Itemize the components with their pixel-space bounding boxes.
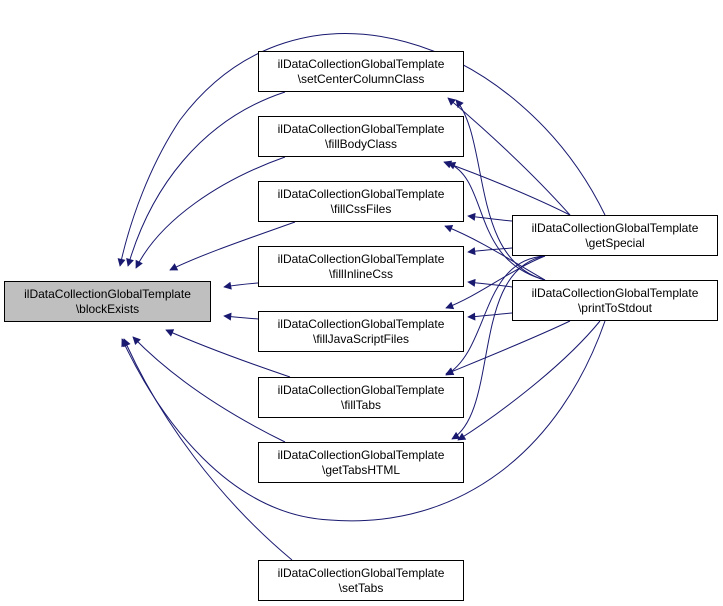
edge-getSpecial-to-getTabsHTML — [451, 255, 546, 440]
node-class-label: ilDataCollectionGlobalTemplate — [277, 447, 445, 462]
node-class-label: ilDataCollectionGlobalTemplate — [531, 285, 699, 300]
node-class-label: ilDataCollectionGlobalTemplate — [277, 121, 445, 136]
edge-getSpecial-to-fillJavaScriptFiles — [445, 255, 546, 310]
node-method-label: \printToStdout — [577, 300, 653, 315]
node-class-label: ilDataCollectionGlobalTemplate — [277, 565, 445, 580]
node-fillJavaScriptFiles[interactable]: ilDataCollectionGlobalTemplate \fillJava… — [258, 311, 464, 352]
node-method-label: \fillCssFiles — [330, 201, 392, 216]
node-setCenterColumnClass[interactable]: ilDataCollectionGlobalTemplate \setCente… — [258, 51, 464, 92]
edge-getSpecial-to-setCenterColumnClass — [447, 97, 571, 216]
edge-getSpecial-to-blockExists — [117, 33, 606, 267]
node-getTabsHTML[interactable]: ilDataCollectionGlobalTemplate \getTabsH… — [258, 442, 464, 483]
edge-fillCssFiles-to-blockExists — [169, 221, 296, 271]
edge-printToStdout-to-fillCssFiles — [444, 224, 546, 281]
edge-printToStdout-to-setCenterColumnClass — [455, 99, 546, 281]
node-method-label: \fillBodyClass — [324, 136, 398, 151]
edge-getSpecial-to-fillBodyClass — [443, 160, 571, 216]
node-class-label: ilDataCollectionGlobalTemplate — [24, 286, 191, 301]
node-getSpecial[interactable]: ilDataCollectionGlobalTemplate \getSpeci… — [512, 215, 718, 256]
node-setTabs[interactable]: ilDataCollectionGlobalTemplate \setTabs — [258, 560, 464, 601]
edge-getSpecial-to-fillInlineCss — [467, 247, 513, 256]
node-method-label: \getTabsHTML — [321, 462, 401, 477]
node-fillInlineCss[interactable]: ilDataCollectionGlobalTemplate \fillInli… — [258, 246, 464, 287]
edge-setTabs-to-blockExists — [123, 338, 293, 561]
node-printToStdout[interactable]: ilDataCollectionGlobalTemplate \printToS… — [512, 280, 718, 321]
node-class-label: ilDataCollectionGlobalTemplate — [277, 56, 445, 71]
edge-getSpecial-to-fillTabs — [445, 255, 546, 376]
node-fillCssFiles[interactable]: ilDataCollectionGlobalTemplate \fillCssF… — [258, 181, 464, 222]
node-method-label: \fillJavaScriptFiles — [312, 331, 410, 346]
node-class-label: ilDataCollectionGlobalTemplate — [531, 220, 699, 235]
node-method-label: \setCenterColumnClass — [297, 71, 425, 86]
node-method-label: \getSpecial — [585, 235, 645, 250]
edge-fillJavaScriptFiles-to-blockExists — [223, 312, 259, 321]
edge-getSpecial-to-fillCssFiles — [467, 212, 513, 222]
edge-printToStdout-to-getTabsHTML — [457, 320, 601, 441]
node-method-label: \blockExists — [75, 301, 140, 316]
node-method-label: \setTabs — [338, 580, 384, 595]
edge-printToStdout-to-fillJavaScriptFiles — [467, 312, 513, 321]
edge-printToStdout-to-fillTabs — [445, 320, 571, 375]
node-method-label: \fillInlineCss — [328, 266, 394, 281]
edge-fillBodyClass-to-blockExists — [135, 156, 286, 269]
edge-printToStdout-to-fillBodyClass — [447, 162, 546, 281]
edge-getTabsHTML-to-blockExists — [132, 336, 286, 443]
node-class-label: ilDataCollectionGlobalTemplate — [277, 251, 445, 266]
node-class-label: ilDataCollectionGlobalTemplate — [277, 186, 445, 201]
edge-fillInlineCss-to-blockExists — [223, 281, 259, 290]
edge-fillTabs-to-blockExists — [165, 329, 291, 378]
node-fillTabs[interactable]: ilDataCollectionGlobalTemplate \fillTabs — [258, 377, 464, 418]
edge-setCenterColumnClass-to-blockExists — [126, 91, 286, 267]
node-fillBodyClass[interactable]: ilDataCollectionGlobalTemplate \fillBody… — [258, 116, 464, 157]
node-method-label: \fillTabs — [340, 397, 381, 412]
node-class-label: ilDataCollectionGlobalTemplate — [277, 382, 445, 397]
node-class-label: ilDataCollectionGlobalTemplate — [277, 316, 445, 331]
node-blockExists: ilDataCollectionGlobalTemplate \blockExi… — [4, 281, 211, 322]
edge-printToStdout-to-blockExists — [121, 320, 606, 522]
